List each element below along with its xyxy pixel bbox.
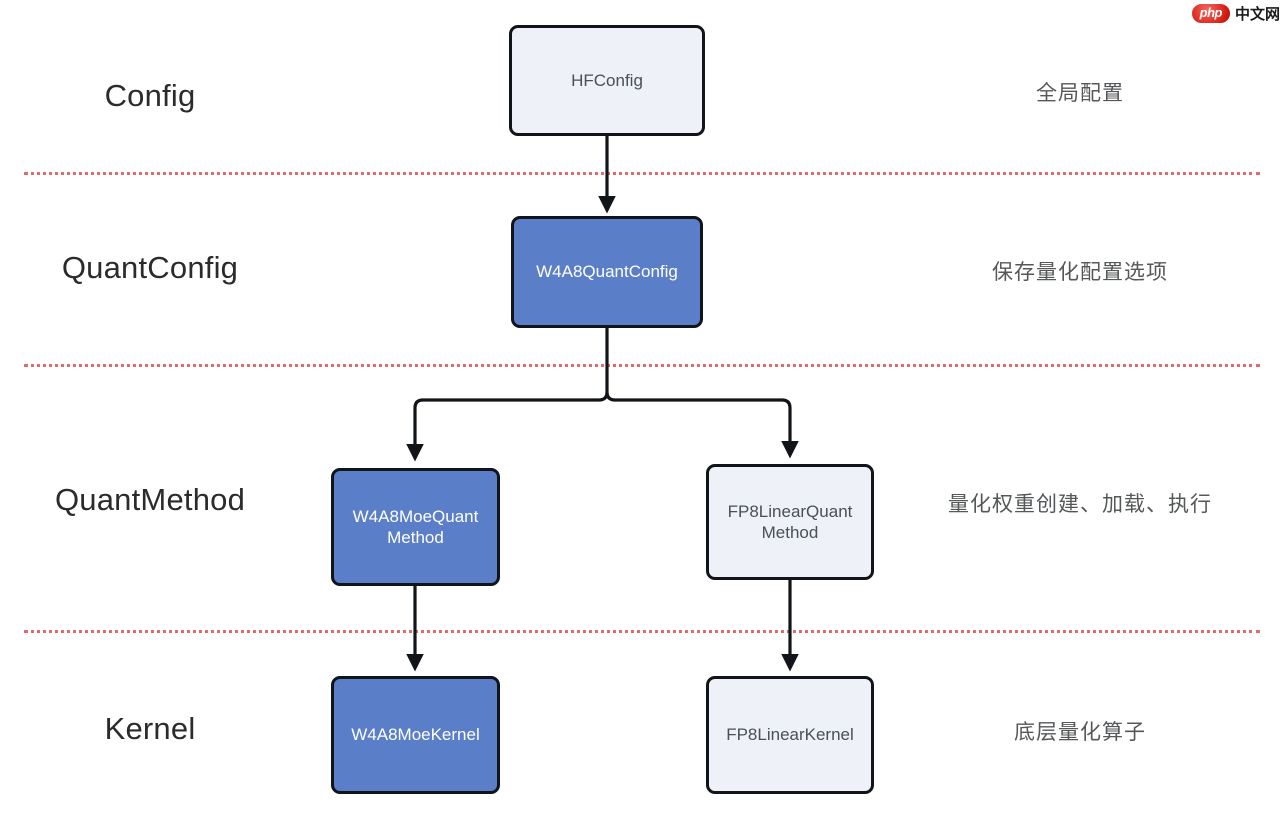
band-label-quantmethod: QuantMethod <box>54 482 246 517</box>
node-hfconfig-label: HFConfig <box>571 70 643 90</box>
node-w4a8moequantmethod[interactable]: W4A8MoeQuant Method <box>331 468 500 586</box>
band-divider-1 <box>24 172 1260 175</box>
node-w4a8moekernel-label: W4A8MoeKernel <box>351 725 480 745</box>
band-desc-quantconfig: 保存量化配置选项 <box>992 261 1168 284</box>
band-label-quantconfig: QuantConfig <box>61 250 239 285</box>
node-hfconfig[interactable]: HFConfig <box>509 25 705 136</box>
node-fp8linearkernel[interactable]: FP8LinearKernel <box>706 676 874 794</box>
node-w4a8quantconfig-label: W4A8QuantConfig <box>536 262 678 282</box>
node-w4a8quantconfig[interactable]: W4A8QuantConfig <box>511 216 703 328</box>
node-w4a8moequantmethod-label: W4A8MoeQuant Method <box>352 506 479 547</box>
php-badge-icon: php <box>1190 2 1231 24</box>
band-desc-quantmethod: 量化权重创建、加载、执行 <box>948 493 1212 516</box>
edge-w4a8quantconfig-to-fp8linearquantmethod <box>605 391 799 459</box>
node-fp8linearquantmethod-label: FP8LinearQuant Method <box>727 501 853 542</box>
edge-w4a8quantconfig-to-w4a8moequantmethod <box>406 391 609 462</box>
node-w4a8moekernel[interactable]: W4A8MoeKernel <box>331 676 500 794</box>
band-desc-kernel: 底层量化算子 <box>1014 721 1146 744</box>
site-watermark: php 中文网 <box>1190 2 1280 24</box>
node-fp8linearkernel-label: FP8LinearKernel <box>726 725 854 745</box>
node-fp8linearquantmethod[interactable]: FP8LinearQuant Method <box>706 464 874 580</box>
band-divider-2 <box>24 364 1260 367</box>
band-desc-config: 全局配置 <box>1036 82 1124 105</box>
band-label-config: Config <box>104 78 196 113</box>
watermark-label: 中文网 <box>1234 5 1280 23</box>
band-divider-3 <box>24 630 1260 633</box>
band-label-kernel: Kernel <box>104 711 196 746</box>
